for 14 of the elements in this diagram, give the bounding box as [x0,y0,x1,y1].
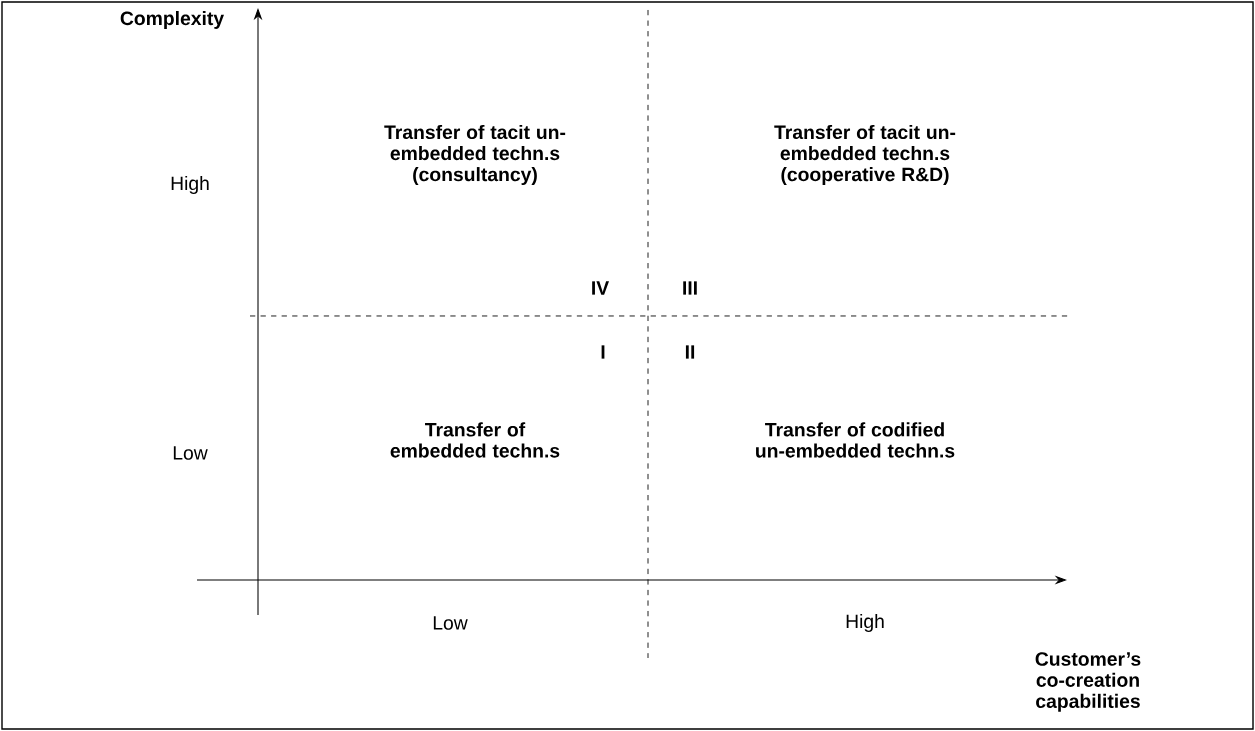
quadrant-label: Transfer of tacit un-embedded techn.s (cooperative R&D) [774,124,956,186]
quadrant-label: Transfer of codified un-embedded techn.s [756,422,955,458]
tick-label: High [171,176,209,194]
tick-label: Low [433,616,468,630]
tick-label: High [846,614,884,632]
quadrant-label: Transfer of embedded techn.s [390,422,560,458]
quadrant-number: I [601,345,605,359]
quadrant-number: II [685,345,695,359]
quadrant-number: IV [592,281,609,295]
quadrant-number: III [683,281,697,295]
tick-label: Low [173,446,208,460]
axis-label: Customer’s co-creation capabilities [1035,652,1141,712]
quadrant-label: Transfer of tacit un-embedded techn.s (consultancy) [384,124,566,186]
axis-label: Complexity [120,11,224,29]
